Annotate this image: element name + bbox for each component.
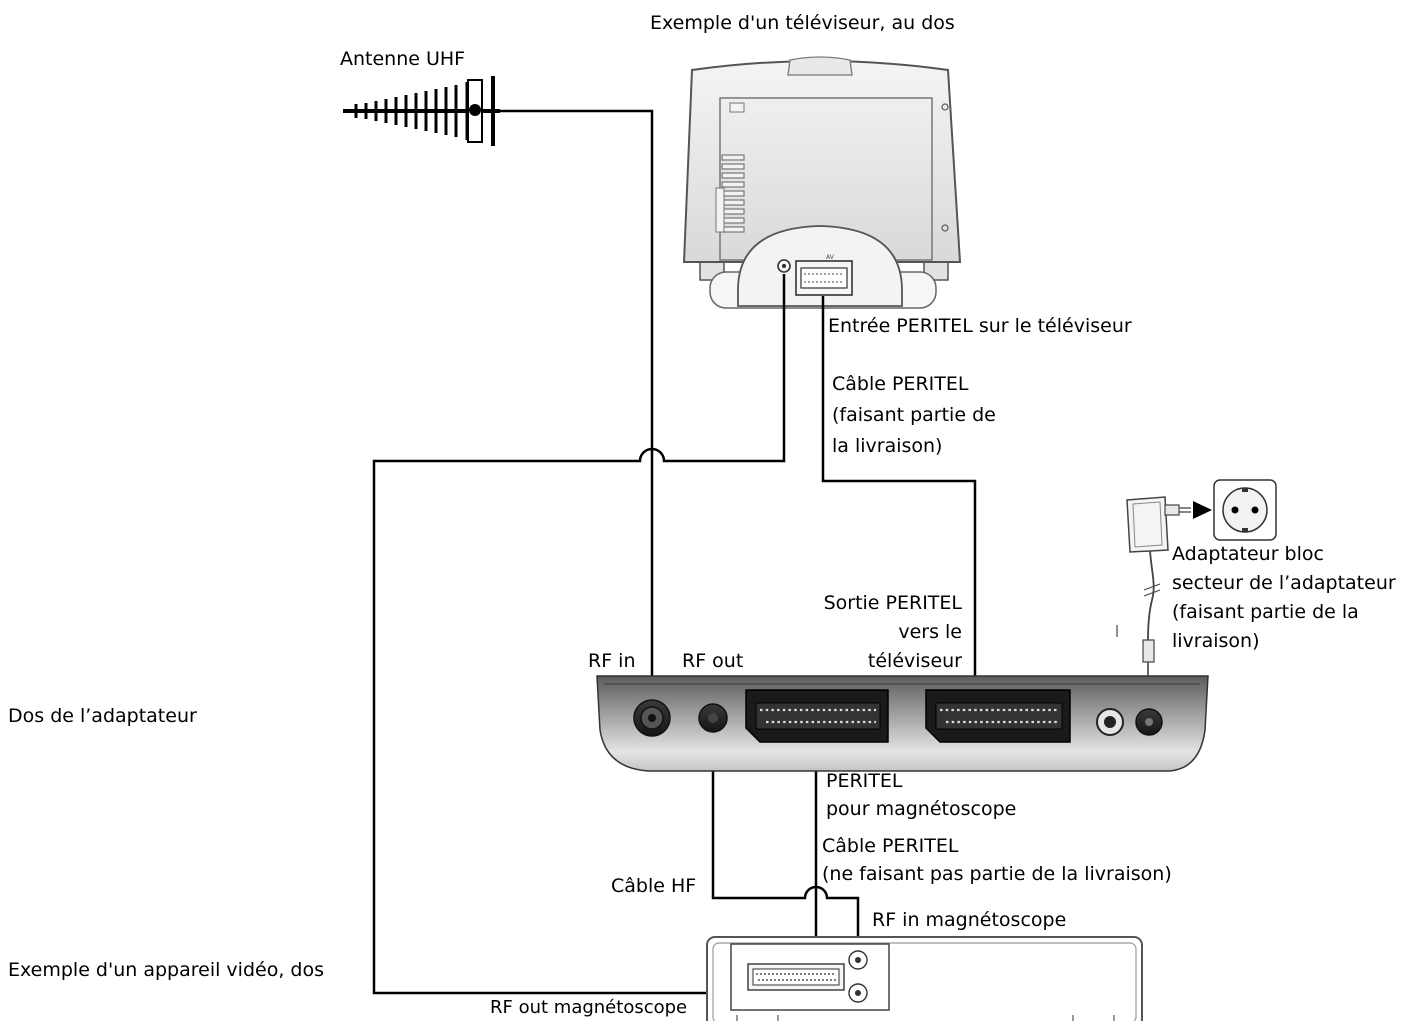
hf-cable-label: Câble HF bbox=[611, 875, 697, 897]
rf-out-label: RF out bbox=[682, 650, 744, 672]
adapter-label-1: Adaptateur bloc bbox=[1172, 543, 1324, 565]
tv-scart-in-label: Entrée PERITEL sur le téléviseur bbox=[828, 315, 1132, 337]
scart-cable-label-1: Câble PERITEL bbox=[832, 373, 969, 395]
scart-cable-vcr-label-1: Câble PERITEL bbox=[822, 835, 959, 857]
cables bbox=[372, 109, 977, 995]
adapter-back-label: Dos de l’adaptateur bbox=[8, 705, 197, 727]
rf-in-label: RF in bbox=[588, 650, 636, 672]
scart-cable-vcr-label-2: (ne faisant pas partie de la livraison) bbox=[822, 863, 1172, 885]
tv-rf-cable bbox=[372, 274, 855, 995]
wall-socket-icon bbox=[1213, 479, 1277, 541]
tv-title-label: Exemple d'un téléviseur, au dos bbox=[650, 12, 955, 34]
rf-in-vcr-label: RF in magnétoscope bbox=[872, 909, 1067, 931]
scart-cable-label-3: la livraison) bbox=[832, 435, 943, 457]
peritel-vcr-label-1: PERITEL bbox=[826, 770, 903, 792]
scart-out-label-2: vers le bbox=[898, 621, 962, 643]
adapter-label-4: livraison) bbox=[1172, 630, 1260, 652]
scart-cable-tv bbox=[821, 296, 977, 695]
adapter-device-icon bbox=[596, 675, 1209, 772]
adapter-label-2: secteur de l’adaptateur bbox=[1172, 572, 1396, 594]
uhf-antenna-icon bbox=[343, 76, 500, 146]
svg-text:AV: AV bbox=[826, 254, 835, 261]
video-example-label: Exemple d'un appareil vidéo, dos bbox=[8, 959, 324, 981]
scart-out-label-1: Sortie PERITEL bbox=[823, 592, 962, 614]
scart-cable-label-2: (faisant partie de bbox=[832, 404, 996, 426]
rf-out-vcr-label: RF out magnétoscope bbox=[490, 997, 688, 1018]
power-adapter-icon bbox=[1116, 496, 1212, 680]
antenna-label: Antenne UHF bbox=[340, 48, 466, 70]
tv-back-icon: AV bbox=[682, 56, 962, 309]
vcr-back-icon bbox=[706, 936, 1143, 1021]
scart-out-label-3: téléviseur bbox=[867, 650, 962, 672]
antenna-cable bbox=[500, 109, 654, 697]
adapter-label-3: (faisant partie de la bbox=[1172, 601, 1359, 623]
peritel-vcr-label-2: pour magnétoscope bbox=[826, 798, 1017, 820]
